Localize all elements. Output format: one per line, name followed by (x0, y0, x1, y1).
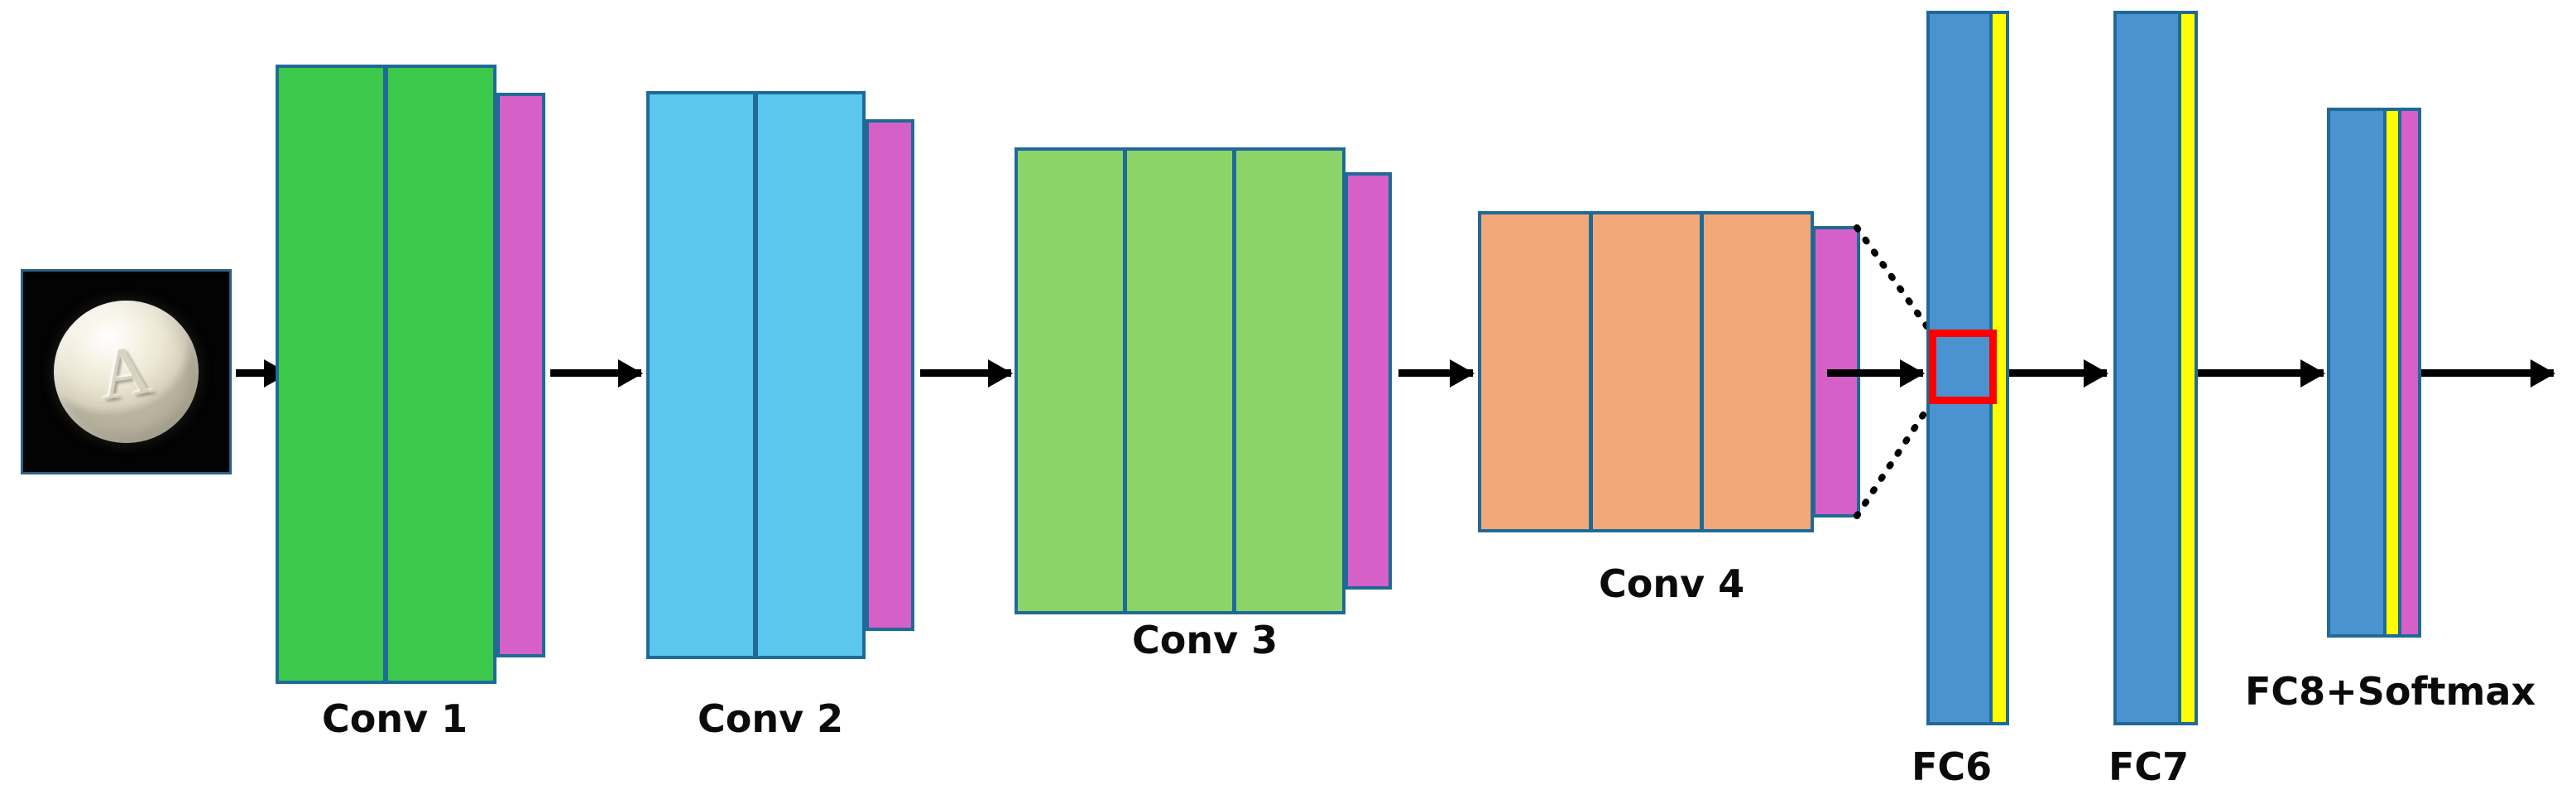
conv3-panel-3 (1233, 147, 1346, 614)
arrow-fc8-output (2421, 369, 2554, 377)
fc7-label: FC7 (2108, 744, 2190, 789)
arrow-input-to-conv1 (236, 369, 287, 377)
input-image: A (21, 269, 232, 474)
conv1-panel-1 (276, 65, 386, 684)
arrow-conv2-to-conv3 (920, 369, 1011, 377)
fc7-panel (2113, 11, 2181, 725)
fc8-panel (2327, 108, 2387, 638)
arrow-conv4-to-fc6 (1827, 369, 1923, 377)
fc6-label: FC6 (1912, 744, 1993, 789)
conv3-panel-2 (1124, 147, 1235, 614)
conv3-pool-panel (1345, 172, 1392, 590)
pill-photo: A (54, 301, 199, 443)
conv4-label: Conv 4 (1599, 561, 1745, 606)
arrow-fc7-to-fc8 (2198, 369, 2324, 377)
arrow-fc6-to-fc7 (2009, 369, 2107, 377)
fc8-softmax-label: FC8+Softmax (2245, 669, 2536, 714)
conv2-panel-2 (755, 91, 866, 659)
conv4-panel-2 (1590, 211, 1703, 532)
arrow-conv1-to-conv2 (550, 369, 641, 377)
fc6-roi-highlight-box (1929, 330, 1997, 404)
conv2-panel-1 (646, 91, 756, 659)
conv3-panel-1 (1015, 147, 1126, 614)
conv1-label: Conv 1 (322, 696, 468, 741)
conv4-panel-1 (1478, 211, 1592, 532)
conv4-panel-3 (1701, 211, 1814, 532)
pill-imprint-letter: A (94, 328, 159, 416)
conv3-label: Conv 3 (1132, 618, 1278, 662)
conv1-panel-2 (385, 65, 496, 684)
conv2-pool-panel (866, 119, 914, 631)
conv1-pool-panel (496, 93, 545, 657)
arrow-conv3-to-conv4 (1398, 369, 1473, 377)
conv2-label: Conv 2 (698, 696, 844, 741)
